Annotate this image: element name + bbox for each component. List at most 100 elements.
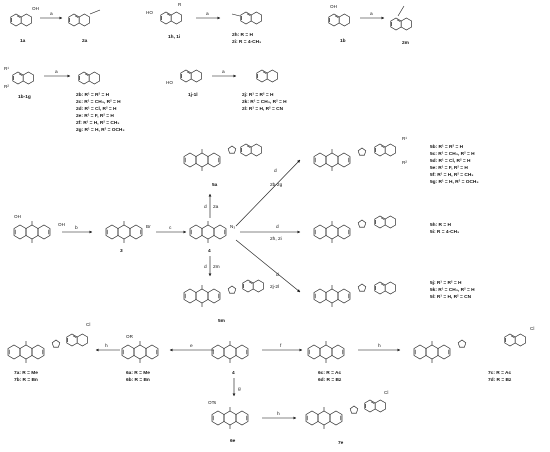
anthraquinone-5a-structure	[183, 148, 221, 172]
atom-r1-row2: R¹	[4, 66, 9, 71]
label-2k: 2k: R¹ = CH₃, R² = H	[242, 99, 287, 105]
anthraquinone-5h-structure	[313, 220, 351, 244]
anthraquinone-3-structure	[105, 220, 143, 244]
label-2m: 2m	[402, 40, 409, 46]
label-5i: 5i: R = 4-CH₃	[430, 229, 459, 235]
coumarin-7a	[66, 333, 88, 347]
arrow-label-a-1: a	[50, 12, 53, 17]
label-5b: 5b: R¹ = R² = H	[430, 144, 464, 150]
arrow-d-to-5b	[235, 159, 301, 227]
anthraquinone-5m-structure	[183, 284, 221, 308]
anthraquinone-7c-structure	[413, 340, 451, 364]
label-1a: 1a	[20, 38, 26, 44]
propargyl-2h	[231, 13, 241, 17]
arrow-label-f: f	[280, 343, 282, 349]
propargyl-2m	[397, 5, 405, 17]
arrow-sub-2j-2l: 2j-2l	[270, 284, 279, 290]
anthraquinone-4-structure	[189, 220, 227, 244]
label-5h: 5h: R = H	[430, 222, 451, 228]
atom-ho-1j: HO	[166, 80, 173, 85]
arrow-label-a-2: a	[206, 12, 209, 17]
label-2i: 2i: R = 4-CH₃	[232, 39, 261, 45]
arrow-label-a-5: a	[222, 70, 225, 75]
arrow-label-d-5j: d	[276, 272, 279, 278]
label-3: 3	[120, 248, 123, 254]
coumarin-1a-structure	[10, 13, 32, 27]
label-5k: 5k: R¹ = CH₃, R² = H	[430, 287, 475, 293]
arrow-sub-2a: 2a	[213, 204, 219, 210]
label-6c: 6c: R = Ac	[318, 370, 341, 376]
coumarin-2m-structure	[390, 17, 412, 31]
triazole-5h	[357, 219, 367, 228]
atom-ots-6e: OTs	[208, 400, 217, 405]
label-6b: 6b: R = Bn	[126, 377, 150, 383]
arrow-label-d-5a: d	[204, 204, 207, 210]
triazole-7a	[51, 339, 61, 348]
label-2h: 2h: R = H	[232, 32, 253, 38]
atom-or-6a: OR	[126, 334, 134, 339]
arrow-label-d-5b: d	[274, 168, 277, 174]
arrow-sub-2h-2i: 2h, 2i	[270, 236, 282, 242]
label-1h-1i: 1h, 1i	[168, 34, 180, 40]
coumarin-2b-structure	[78, 71, 100, 85]
atom-r1-5b: R¹	[402, 136, 407, 141]
atom-ho: HO	[146, 10, 153, 15]
label-5d: 5d: R¹ = Cl, R² = H	[430, 158, 471, 164]
label-6e: 6e	[230, 438, 236, 444]
label-5a: 5a	[212, 182, 218, 188]
triazole-7e	[349, 405, 359, 414]
coumarin-5b	[374, 143, 396, 157]
coumarin-1b-structure	[328, 13, 350, 27]
anthraquinone-6e-structure	[211, 406, 249, 430]
coumarin-5m	[242, 279, 264, 293]
propargyl-2a	[89, 9, 101, 15]
anthraquinone-5j-structure	[313, 284, 351, 308]
triazole-5a	[227, 145, 237, 154]
arrow-label-h-1: h	[105, 343, 108, 349]
label-2g: 2g: R¹ = H, R² = OCH₃	[76, 127, 125, 133]
label-5m: 5m	[218, 318, 225, 324]
label-7b: 7b: R = Bn	[14, 377, 38, 383]
arrow-label-h-2: h	[378, 343, 381, 349]
label-4: 4	[208, 248, 211, 254]
label-5c: 5c: R¹ = CH₃, R² = H	[430, 151, 475, 157]
coumarin-2h-structure	[240, 11, 262, 25]
arrow-sub-2b-2g: 2b-2g	[270, 182, 283, 188]
coumarin-1b-1g-structure	[12, 71, 34, 85]
arrow-label-a-4: a	[55, 70, 58, 75]
coumarin-7e	[364, 399, 386, 413]
triazole-5b	[357, 147, 367, 156]
atom-r: R	[178, 2, 182, 7]
label-5l: 5l: R¹ = H, R² = CN	[430, 294, 472, 300]
triazole-5m	[227, 285, 237, 294]
label-2d: 2d: R¹ = Cl, R² = H	[76, 106, 117, 112]
label-2l: 2l: R¹ = H, R² = CN	[242, 106, 284, 112]
coumarin-2a-structure	[68, 13, 90, 27]
coumarin-5h	[374, 215, 396, 229]
label-7a: 7a: R = Me	[14, 370, 38, 376]
atom-n3: N₃	[230, 224, 235, 229]
label-5f: 5f: R¹ = H, R² = CH₃	[430, 172, 474, 178]
label-1b: 1b	[340, 38, 346, 44]
atom-cl-7c: Cl	[530, 326, 534, 331]
coumarin-1h-structure	[160, 11, 182, 25]
atom-r2-5b: R²	[402, 160, 407, 165]
coumarin-2j-structure	[256, 69, 278, 83]
label-7e: 7e	[338, 440, 344, 446]
label-2a: 2a	[82, 38, 88, 44]
triazole-5j	[357, 283, 367, 292]
label-6a: 6a: R = Me	[126, 370, 150, 376]
atom-r2-row2: R²	[4, 84, 9, 89]
anthraquinone-4-bottom	[211, 340, 249, 364]
arrow-label-b: b	[75, 225, 78, 231]
label-2b: 2b: R¹ = R² = H	[76, 92, 110, 98]
anthraquinone-6a-structure	[121, 340, 159, 364]
label-4-bottom: 4	[232, 370, 235, 376]
arrow-d-to-5j	[235, 239, 301, 293]
anthraquinone-5b-structure	[313, 148, 351, 172]
label-5g: 5g: R¹ = H, R² = OCH₃	[430, 179, 479, 185]
coumarin-1j-structure	[180, 69, 202, 83]
atom-oh-1b: OH	[330, 4, 337, 9]
label-1b-1g: 1b-1g	[18, 94, 31, 100]
